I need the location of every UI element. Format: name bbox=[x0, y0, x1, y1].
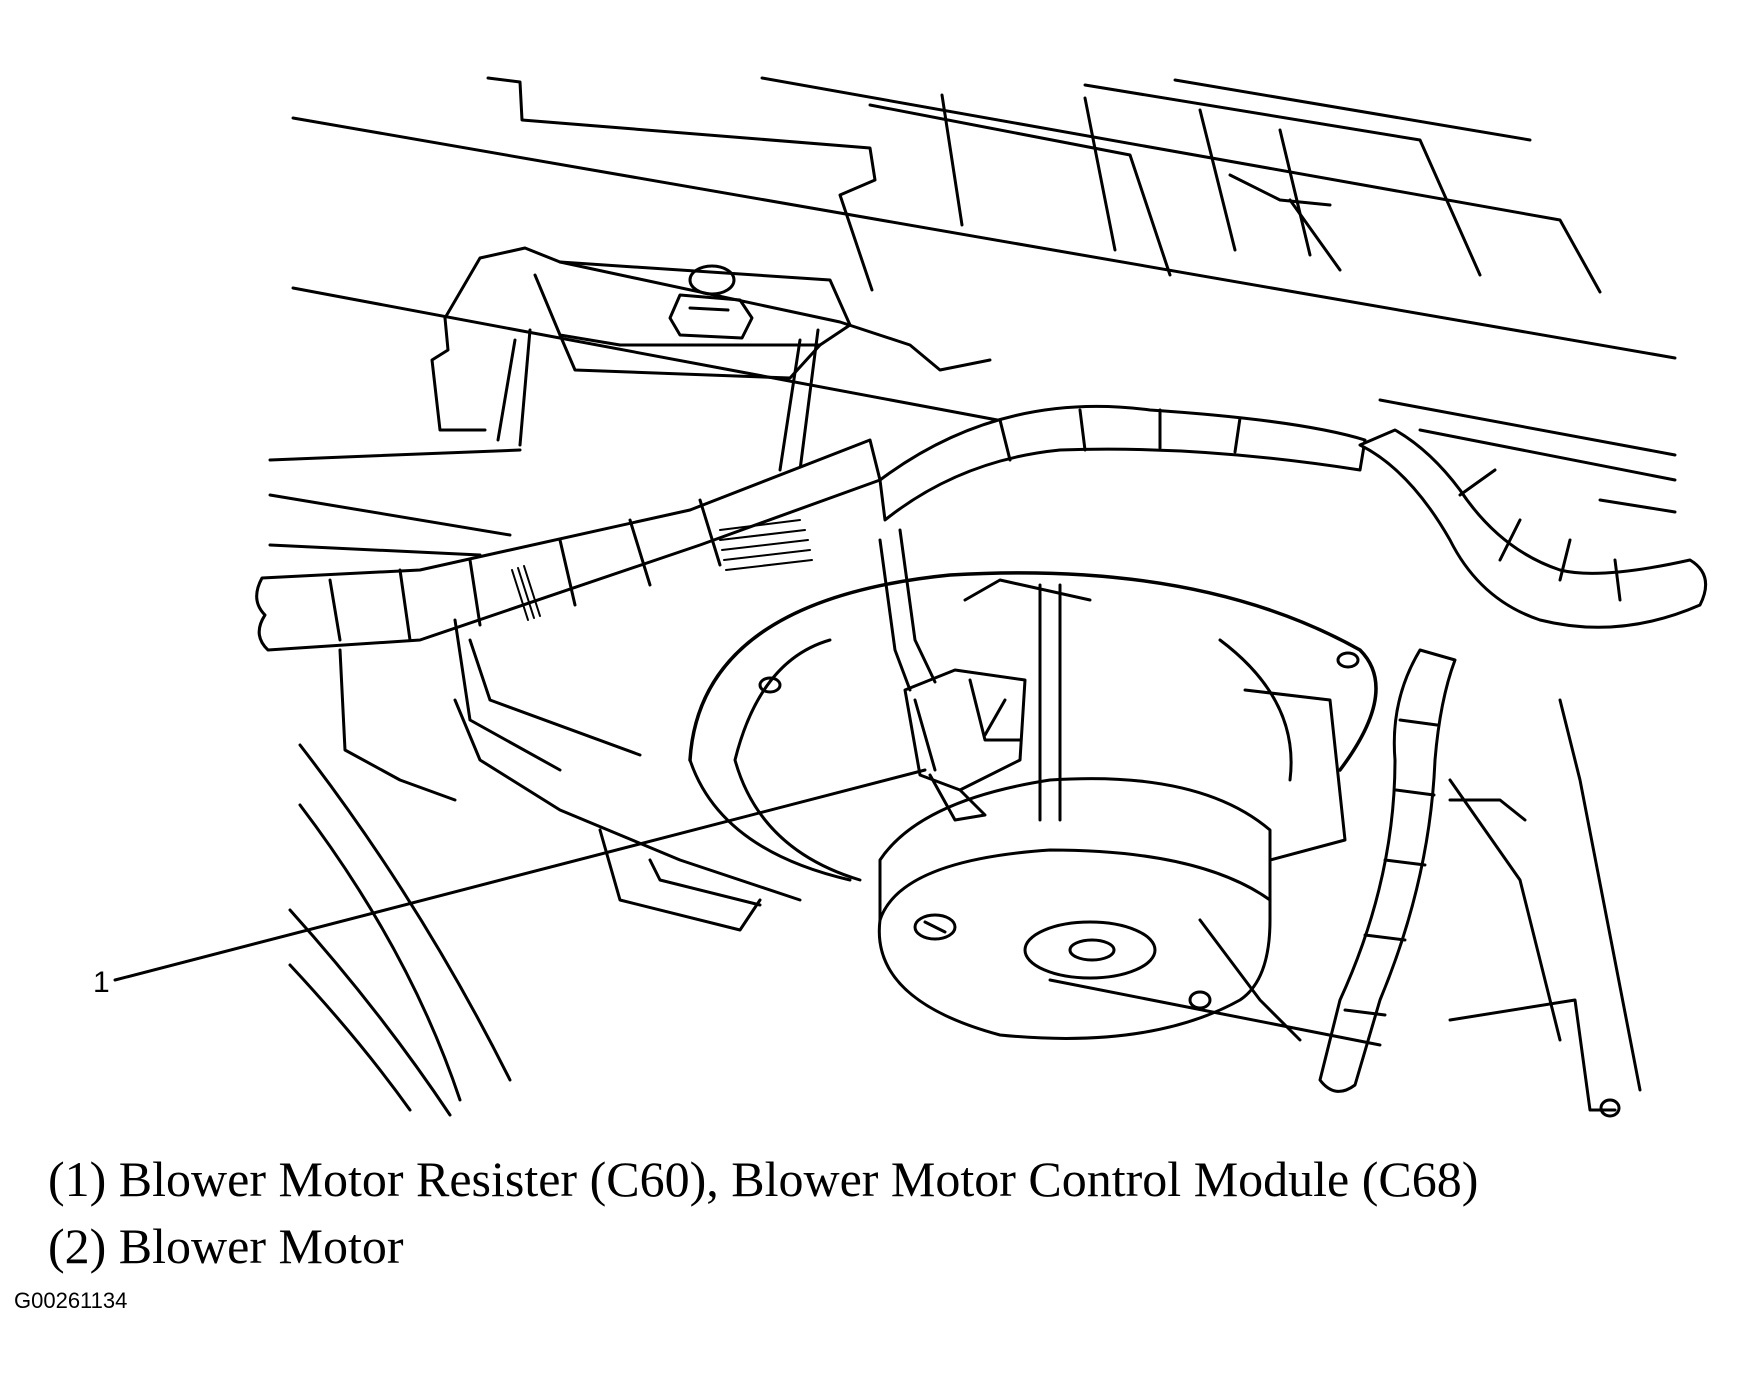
upper-housing bbox=[291, 76, 1677, 514]
callout-number: 1 bbox=[93, 966, 110, 999]
wire-harness-right bbox=[878, 404, 1708, 1093]
legend-item-2: (2) Blower Motor bbox=[48, 1218, 404, 1274]
left-lines bbox=[268, 448, 522, 557]
mounting-bracket bbox=[430, 246, 992, 472]
wire-harness-left bbox=[255, 438, 882, 652]
blower-motor-line-drawing: 1 bbox=[93, 76, 1708, 1118]
resistor-connector bbox=[878, 528, 1027, 822]
lower-frame bbox=[338, 618, 1642, 1118]
legend-item-1: (1) Blower Motor Resister (C60), Blower … bbox=[48, 1151, 1479, 1207]
figure-id: G00261134 bbox=[14, 1288, 128, 1313]
blower-motor bbox=[877, 583, 1347, 1040]
floor-curves bbox=[288, 743, 512, 1117]
callout-1: 1 bbox=[93, 768, 927, 999]
blower-housing-ring bbox=[688, 571, 1378, 882]
